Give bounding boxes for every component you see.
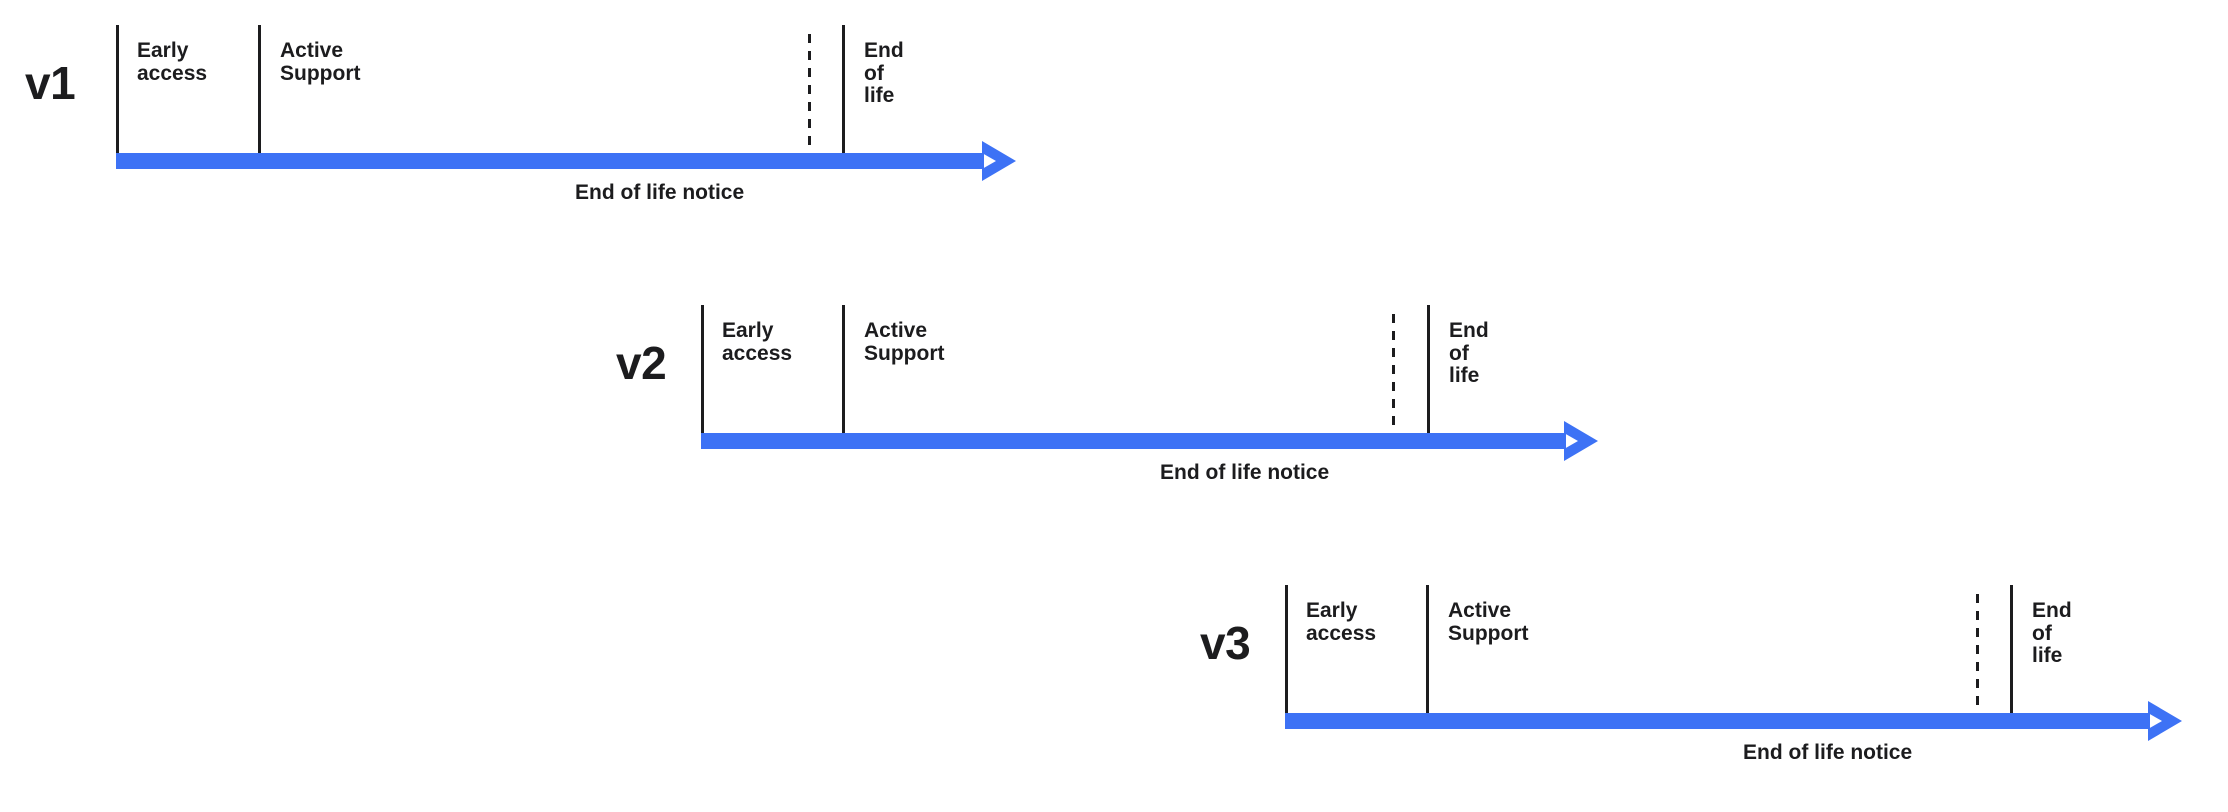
phase-label-early-access-v3: Early access xyxy=(1306,599,1377,645)
phase-label-end-of-life-v2: End of life xyxy=(1449,319,1489,388)
phase-label-active-support-v2: Active Support xyxy=(864,319,945,365)
phase-divider-start-v3 xyxy=(1285,585,1288,713)
lifecycle-arrow-v1 xyxy=(116,141,1018,181)
lifecycle-arrow-head-v3 xyxy=(2140,699,2184,743)
phase-label-end-of-life-v3: End of life xyxy=(2032,599,2072,668)
lifecycle-arrow-v2 xyxy=(701,421,1600,461)
version-label-v1: v1 xyxy=(25,57,76,109)
lifecycle-arrow-shaft-v1 xyxy=(116,153,984,169)
phase-label-active-support-v3: Active Support xyxy=(1448,599,1529,645)
phase-divider-end-of-life-v3 xyxy=(2010,585,2013,713)
notice-label-v2: End of life notice xyxy=(1160,461,1330,484)
notice-label-v3: End of life notice xyxy=(1743,741,1913,764)
phase-label-end-of-life-v1: End of life xyxy=(864,39,904,108)
lifecycle-arrow-shaft-v2 xyxy=(701,433,1566,449)
end-of-life-notice-marker-v3 xyxy=(1976,594,1979,713)
lifecycle-arrow-shaft-v3 xyxy=(1285,713,2150,729)
phase-divider-end-of-life-v2 xyxy=(1427,305,1430,433)
phase-label-early-access-v1: Early access xyxy=(137,39,208,85)
phase-divider-active-support-v3 xyxy=(1426,585,1429,713)
version-label-v3: v3 xyxy=(1200,617,1251,669)
lifecycle-arrow-v3 xyxy=(1285,701,2184,741)
lifecycle-arrow-head-v2 xyxy=(1556,419,1600,463)
phase-divider-active-support-v1 xyxy=(258,25,261,153)
lifecycle-arrow-head-v1 xyxy=(974,139,1018,183)
phase-divider-end-of-life-v1 xyxy=(842,25,845,153)
end-of-life-notice-marker-v2 xyxy=(1392,314,1395,433)
phase-divider-start-v1 xyxy=(116,25,119,153)
phase-label-active-support-v1: Active Support xyxy=(280,39,361,85)
notice-label-v1: End of life notice xyxy=(575,181,745,204)
version-label-v2: v2 xyxy=(616,337,667,389)
end-of-life-notice-marker-v1 xyxy=(808,34,811,153)
phase-divider-active-support-v2 xyxy=(842,305,845,433)
phase-label-early-access-v2: Early access xyxy=(722,319,793,365)
phase-divider-start-v2 xyxy=(701,305,704,433)
